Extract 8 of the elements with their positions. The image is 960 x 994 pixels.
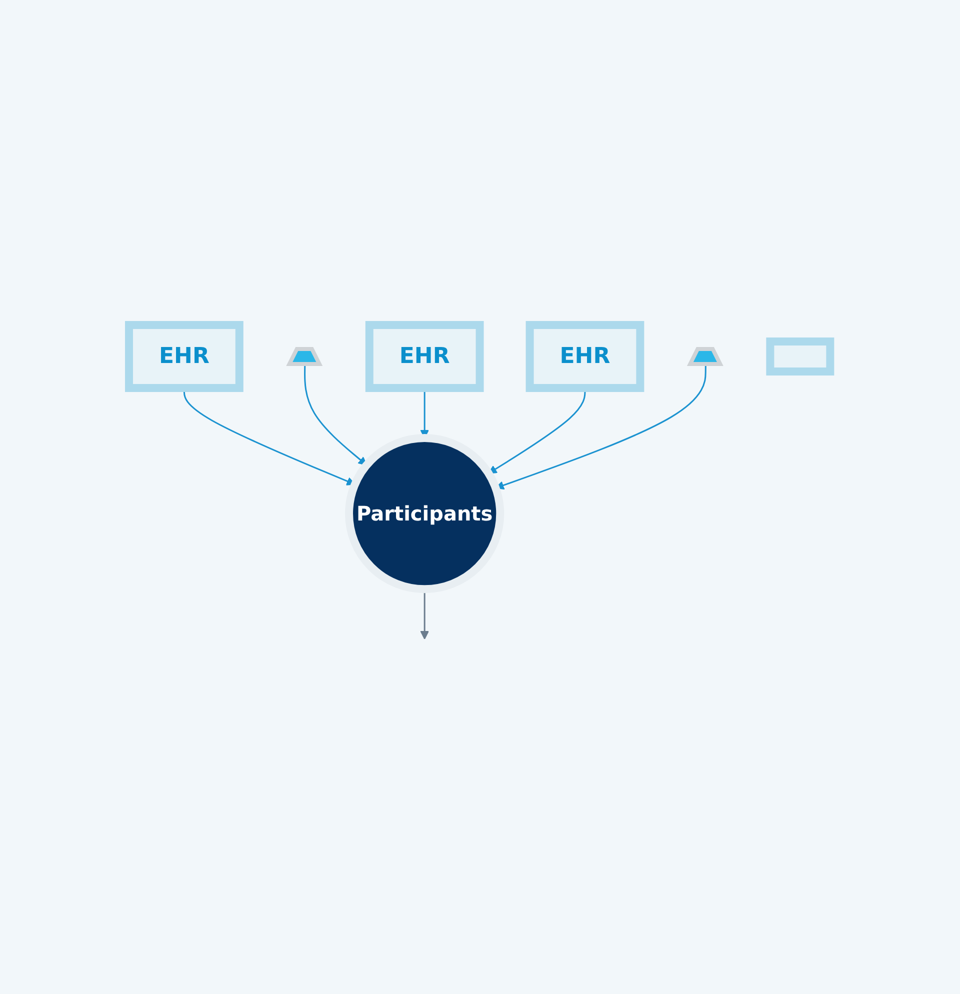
node-circle: Participants [345,434,505,594]
node-box [766,337,835,376]
node-box: EHR [526,320,645,392]
node-envelope [687,346,724,366]
node-envelope [286,346,324,366]
node-box: EHR [366,320,484,392]
node-box: EHR [125,320,244,392]
arrow [304,364,368,466]
